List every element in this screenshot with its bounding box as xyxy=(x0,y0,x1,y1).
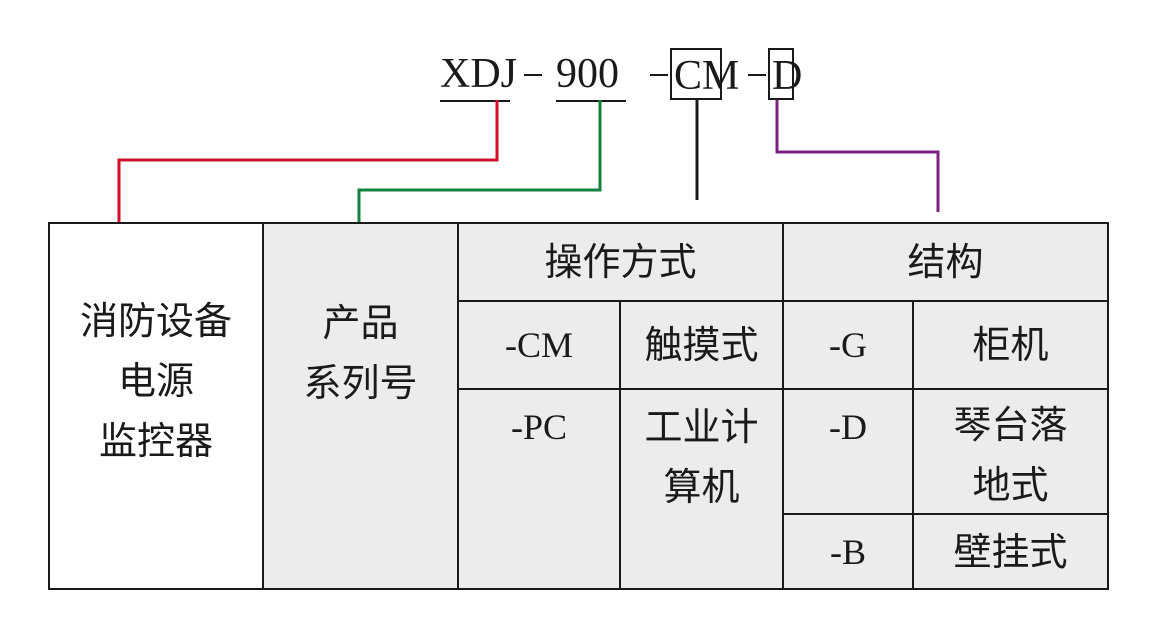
cell-product-name: 消防设备 电源 监控器 xyxy=(49,223,263,589)
structure-name-cabinet: 柜机 xyxy=(972,323,1049,367)
code-number: 900 xyxy=(556,48,626,102)
grid-v-4 xyxy=(782,222,784,590)
code-separator-1 xyxy=(524,74,542,76)
grid-h-1 xyxy=(457,300,1109,302)
code-separator-2 xyxy=(650,74,668,76)
series-line-1: 产品 xyxy=(322,301,399,345)
connector-structure xyxy=(775,100,940,212)
code-series: XDJ xyxy=(440,48,517,102)
table-white-column xyxy=(49,223,263,589)
grid-h-3 xyxy=(782,513,1109,515)
product-line-2: 电源 xyxy=(117,359,194,403)
console-line-2: 地式 xyxy=(972,463,1049,507)
table-grey-area xyxy=(263,223,1108,589)
structure-name-wall: 壁挂式 xyxy=(953,529,1068,574)
grid-v-5 xyxy=(912,300,914,590)
grid-v-3 xyxy=(619,300,621,590)
console-line-1: 琴台落 xyxy=(953,403,1068,447)
operation-name-touch: 触摸式 xyxy=(644,323,759,367)
series-line-2: 系列号 xyxy=(303,361,418,405)
code-separator-3 xyxy=(748,74,766,76)
cell-series-label: 产品 系列号 xyxy=(263,223,458,589)
grid-h-2 xyxy=(457,388,1109,390)
product-line-3: 监控器 xyxy=(98,419,213,463)
structure-code-d: -D xyxy=(829,407,867,447)
grid-v-1 xyxy=(262,222,264,590)
ipc-line-2: 算机 xyxy=(663,465,740,509)
structure-name-console: 琴台落 地式 xyxy=(913,389,1108,514)
connector-series xyxy=(117,100,499,223)
ipc-line-1: 工业计 xyxy=(644,405,759,449)
operation-code-cm: -CM xyxy=(504,325,573,365)
structure-code-b: -B xyxy=(830,531,866,572)
operation-name-ipc: 工业计 算机 xyxy=(620,389,783,589)
operation-code-pc: -PC xyxy=(510,407,568,447)
grid-v-2 xyxy=(457,222,459,590)
code-structure-box: D xyxy=(768,48,802,100)
structure-code-g: -G xyxy=(829,325,867,365)
table-frame xyxy=(48,222,1109,590)
product-line-1: 消防设备 xyxy=(79,299,232,343)
connector-number xyxy=(357,100,602,223)
header-structure: 结构 xyxy=(907,240,984,284)
header-operation: 操作方式 xyxy=(544,240,697,284)
